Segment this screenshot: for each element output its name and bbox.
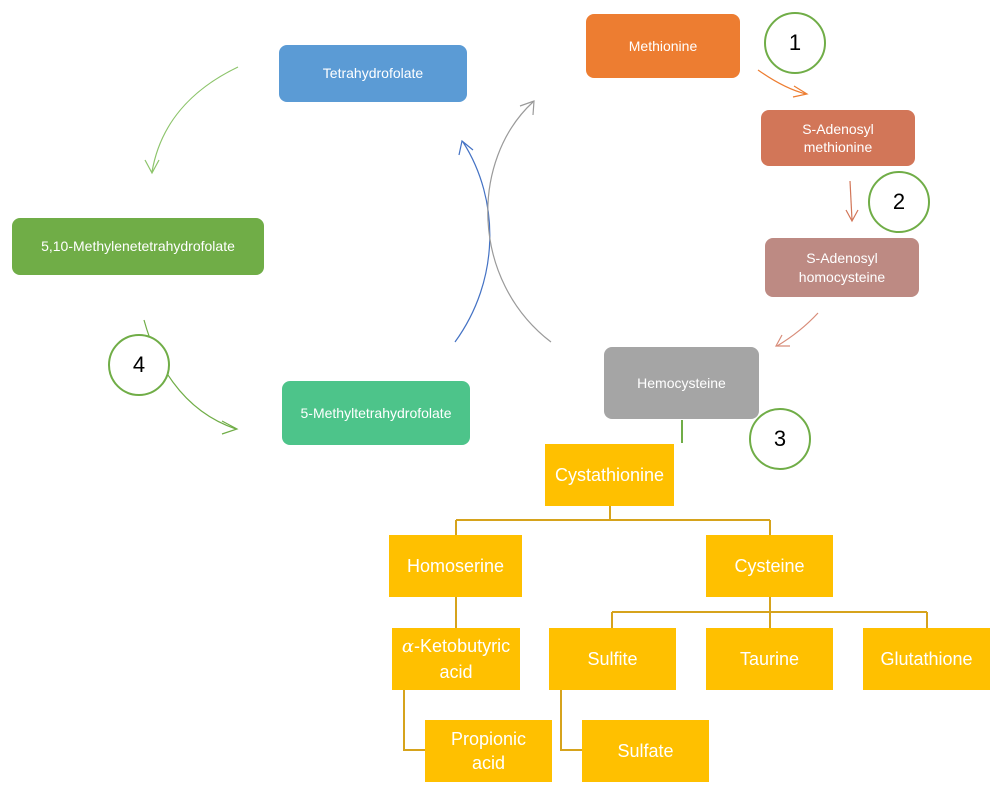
ketobutyric-text: -Ketobutyric acid <box>414 636 511 682</box>
node-s-adenosyl-homocysteine: S-Adenosyl homocysteine <box>765 238 919 297</box>
sah-to-hemocysteine-arrow <box>776 312 819 347</box>
step-marker-4: 4 <box>108 334 170 396</box>
step-marker-3: 3 <box>749 408 811 470</box>
node-hemocysteine: Hemocysteine <box>604 347 759 419</box>
node-methionine: Methionine <box>586 14 740 78</box>
transsulfuration-tree-lines <box>403 506 928 751</box>
node-homoserine: Homoserine <box>389 535 522 597</box>
node-glutathione: Glutathione <box>863 628 990 690</box>
ketobutyric-label: α-Ketobutyric acid <box>398 634 514 684</box>
node-cystathionine: Cystathionine <box>545 444 674 506</box>
step-marker-1: 1 <box>764 12 826 74</box>
alpha-symbol: α <box>401 636 415 658</box>
node-ketobutyric-acid: α-Ketobutyric acid <box>392 628 520 690</box>
node-propionic-acid: Propionic acid <box>425 720 552 782</box>
node-sulfate: Sulfate <box>582 720 709 782</box>
node-tetrahydrofolate: Tetrahydrofolate <box>279 45 467 102</box>
node-taurine: Taurine <box>706 628 833 690</box>
step-marker-2: 2 <box>868 171 930 233</box>
methyl-to-thf-arrow <box>454 141 491 343</box>
node-methylenetetrahydrofolate: 5,10-Methylenetetrahydrofolate <box>12 218 264 275</box>
thf-to-methylene-arrow <box>151 66 239 173</box>
methylene-to-methyl-arrow <box>143 319 237 430</box>
node-methyltetrahydrofolate: 5-Methyltetrahydrofolate <box>282 381 470 445</box>
hemocysteine-to-methionine-arrow <box>487 101 552 343</box>
node-sulfite: Sulfite <box>549 628 676 690</box>
node-cysteine: Cysteine <box>706 535 833 597</box>
node-s-adenosyl-methionine: S-Adenosyl methionine <box>761 110 915 166</box>
sam-to-sah-arrow <box>849 180 853 221</box>
methionine-to-sam-arrow <box>757 69 807 95</box>
